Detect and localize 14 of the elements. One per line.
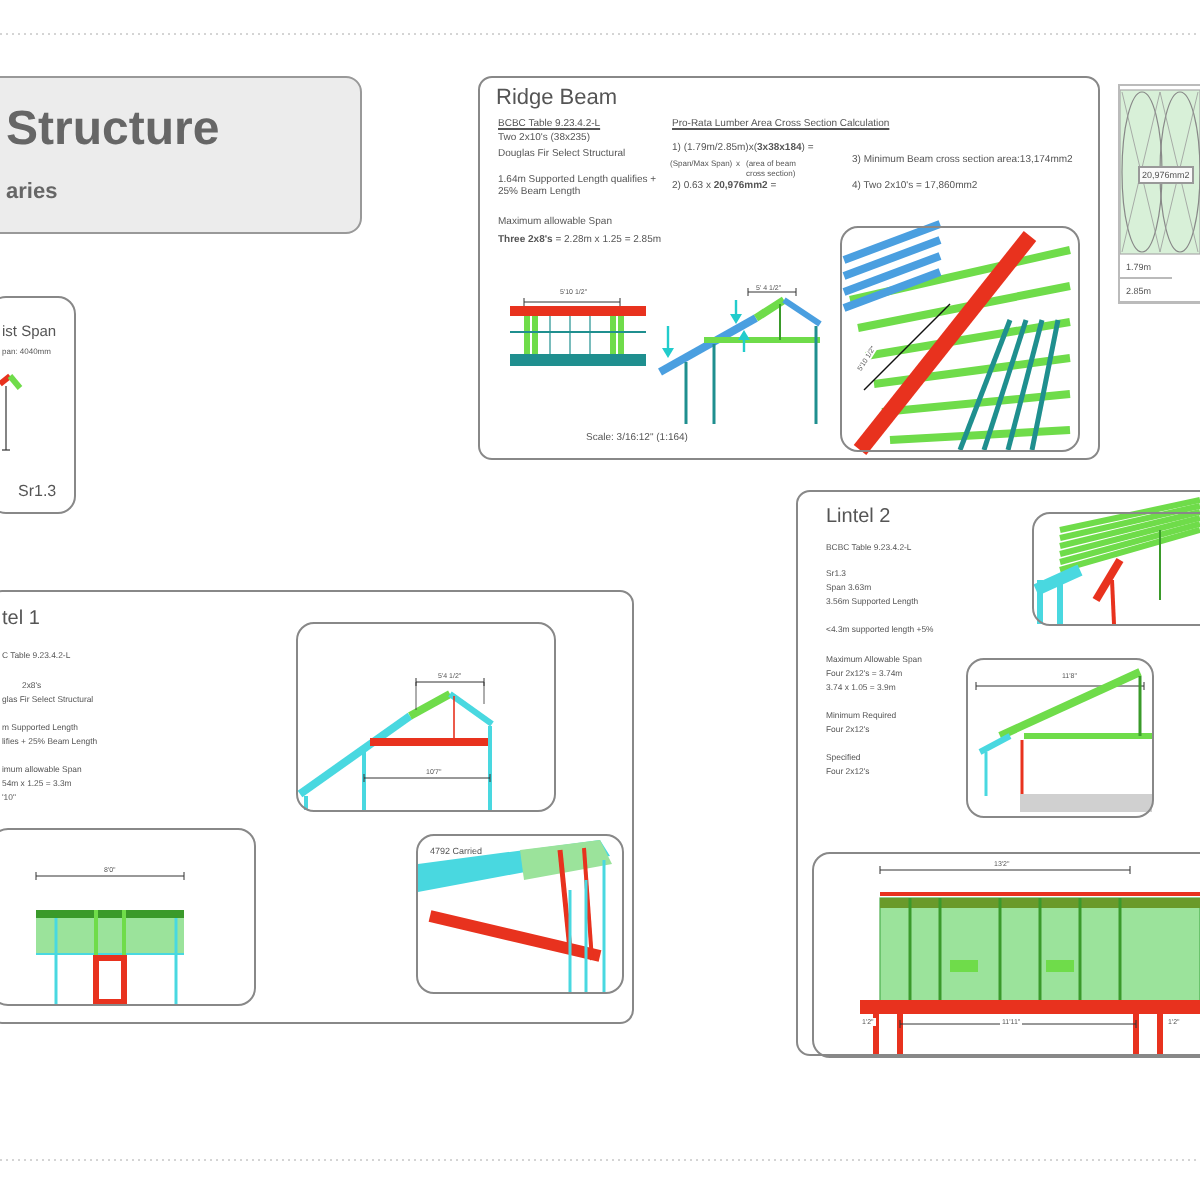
panel xyxy=(478,76,1100,460)
panel xyxy=(0,590,634,1024)
image-card xyxy=(812,852,1200,1058)
heading: Lintel 2 xyxy=(826,506,891,530)
panel xyxy=(796,490,1200,1056)
heading: tel 1 xyxy=(2,608,40,632)
info-card xyxy=(0,296,76,514)
image-card xyxy=(296,622,556,812)
subheading: aries xyxy=(6,180,58,207)
image-card xyxy=(0,828,256,1006)
heading: Structure xyxy=(6,102,220,160)
code-label: Sr1.3 xyxy=(18,482,57,502)
heading: Ridge Beam xyxy=(496,86,618,113)
title-card xyxy=(0,76,362,234)
